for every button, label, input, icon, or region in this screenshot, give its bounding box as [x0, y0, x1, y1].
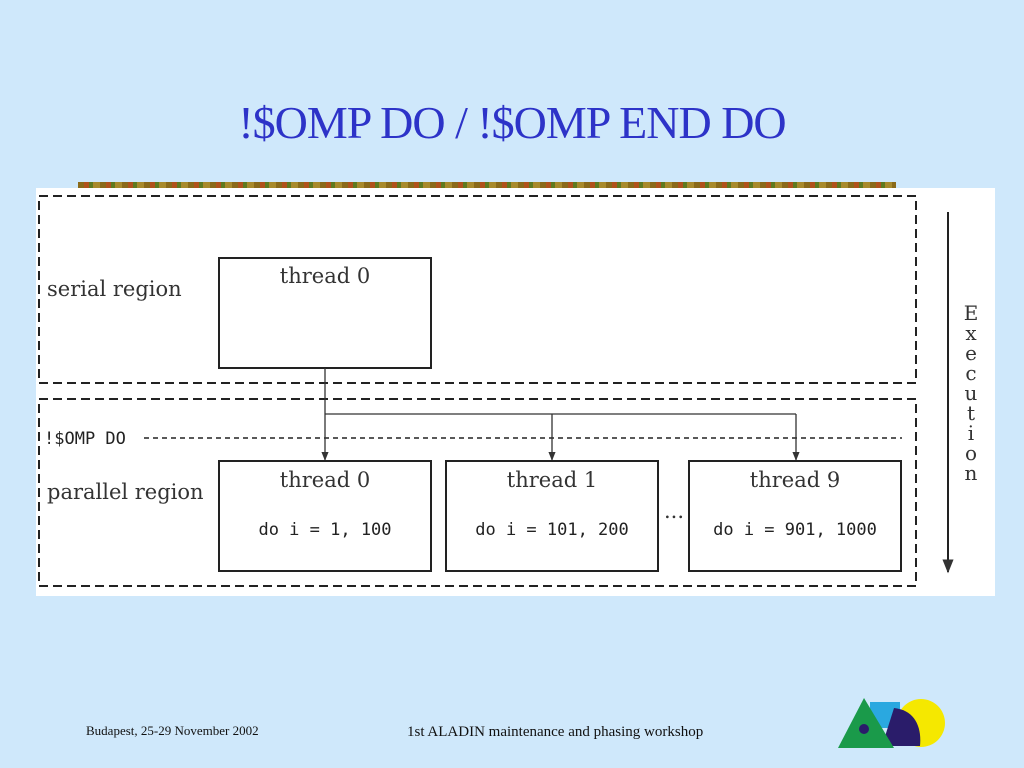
parallel-region-frame [38, 398, 917, 587]
serial-region-label: serial region [47, 277, 182, 301]
execution-letter: u [965, 381, 978, 405]
decorative-texture-bar [78, 182, 896, 190]
thread-loop-range: do i = 101, 200 [475, 520, 629, 540]
footer-location-date: Budapest, 25-29 November 2002 [86, 723, 259, 738]
parallel-region-label: parallel region [47, 480, 204, 504]
thread-label: thread 0 [280, 468, 370, 492]
execution-label: E x e c u t i o n [964, 301, 979, 485]
thread-loop-range: do i = 1, 100 [258, 520, 391, 540]
serial-thread-box [218, 257, 432, 369]
diagram-svg: serial region thread 0 !$OMP DO parallel… [38, 195, 979, 587]
execution-letter: x [965, 321, 977, 345]
logo-navy-shape [882, 708, 921, 746]
parallel-thread-box [218, 460, 432, 572]
omp-do-directive-label: !$OMP DO [44, 429, 126, 449]
serial-thread-label: thread 0 [280, 264, 370, 288]
footer-event-name: 1st ALADIN maintenance and phasing works… [407, 724, 704, 740]
logo-dot [859, 724, 869, 734]
execution-letter: E [964, 301, 979, 325]
logo-green-triangle [838, 698, 894, 748]
parallel-thread-box [445, 460, 659, 572]
execution-letter: i [968, 421, 974, 445]
thread-label: thread 1 [507, 468, 597, 492]
execution-letter: n [965, 461, 978, 485]
execution-letter: o [965, 441, 977, 465]
thread-label: thread 9 [750, 468, 840, 492]
aladin-logo-icon [838, 698, 945, 748]
parallel-thread-box [688, 460, 902, 572]
slide-title: !$OMP DO / !$OMP END DO [238, 97, 786, 148]
execution-letter: e [965, 341, 977, 365]
execution-letter: t [967, 401, 975, 425]
serial-region-frame [38, 195, 917, 384]
thread-loop-range: do i = 901, 1000 [713, 520, 877, 540]
execution-letter: c [965, 361, 976, 385]
omp-do-diagram: serial region thread 0 !$OMP DO parallel… [36, 188, 995, 596]
more-threads-ellipsis: ... [664, 499, 684, 523]
